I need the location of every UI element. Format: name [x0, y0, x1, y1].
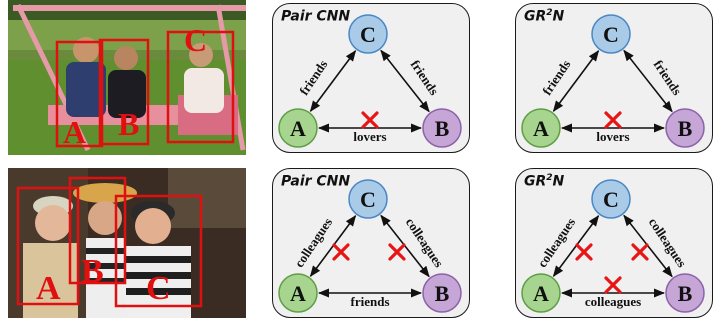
bbox-label-a: A [63, 114, 87, 150]
panel-title-sup: 2 [546, 173, 553, 183]
node-label-b: B [435, 116, 450, 141]
bbox-label-c: C [146, 270, 171, 307]
panel-title-sup: 2 [546, 8, 553, 18]
node-b [665, 273, 705, 313]
edge-cb [623, 49, 673, 113]
edge-label-ca: colleagues [291, 215, 335, 270]
panel-title-tail: N [552, 173, 565, 190]
photo-party-scene [8, 168, 246, 318]
node-a [521, 108, 561, 148]
panel-pair-cnn-bottom: colleagues colleagues friends C A B Pair CNN [272, 168, 470, 318]
wrong-cross-cb [631, 243, 649, 261]
bbox-label-b: B [118, 106, 140, 142]
wrong-cross-ca [332, 243, 350, 261]
node-a [278, 273, 318, 313]
node-c [348, 14, 388, 54]
panel-title: GR2N [524, 8, 564, 25]
bbox-label-b: B [81, 253, 104, 290]
wrong-cross-ab [604, 276, 622, 294]
panel-gr2n-bottom: colleagues colleagues colleagues C A B GR2N [515, 168, 713, 318]
node-label-a: A [290, 281, 306, 306]
node-label-b: B [435, 281, 450, 306]
bbox-label-c: C [184, 22, 208, 58]
node-label-c: C [360, 22, 376, 47]
node-b [665, 108, 705, 148]
node-a [278, 108, 318, 148]
relation-graph: colleagues colleagues colleagues C A B [521, 179, 705, 313]
node-c [591, 14, 631, 54]
edge-label-cb: colleagues [646, 215, 690, 270]
node-c [591, 179, 631, 219]
edge-cb [380, 49, 430, 113]
node-b [422, 108, 462, 148]
wrong-cross-ab [604, 111, 622, 129]
node-a [521, 273, 561, 313]
relation-graph: colleagues colleagues friends C A B [278, 179, 462, 313]
node-label-c: C [603, 22, 619, 47]
edge-label-ca: colleagues [534, 215, 578, 270]
panel-title: GR2N [524, 173, 564, 190]
edge-label-ab: lovers [596, 129, 629, 144]
wrong-cross-cb [388, 243, 406, 261]
node-c [348, 179, 388, 219]
panel-title: Pair CNN [281, 8, 350, 25]
wrong-cross-ab [361, 111, 379, 129]
node-b [422, 273, 462, 313]
edge-label-cb: colleagues [403, 215, 447, 270]
node-label-a: A [290, 116, 306, 141]
edge-label-ab: friends [351, 294, 390, 309]
panel-title-text: GR [524, 8, 547, 25]
edge-ca [309, 49, 357, 113]
panel-title-tail: N [552, 8, 565, 25]
edge-label-ab: lovers [353, 129, 386, 144]
panel-title-text: Pair CNN [281, 8, 351, 25]
edge-ca [552, 49, 600, 113]
bbox-label-a: A [36, 270, 61, 307]
photo-swing: A B C [8, 0, 246, 155]
edge-label-ab: colleagues [585, 294, 641, 309]
node-label-a: A [533, 281, 549, 306]
panel-title-text: GR [524, 173, 547, 190]
photo-swing-scene [8, 0, 246, 155]
node-label-c: C [360, 187, 376, 212]
panel-title-text: Pair CNN [281, 173, 351, 190]
wrong-cross-ca [575, 243, 593, 261]
node-label-a: A [533, 116, 549, 141]
node-label-b: B [678, 281, 693, 306]
node-label-c: C [603, 187, 619, 212]
panel-title: Pair CNN [281, 173, 350, 190]
photo-party: A B C [8, 168, 246, 318]
node-label-b: B [678, 116, 693, 141]
